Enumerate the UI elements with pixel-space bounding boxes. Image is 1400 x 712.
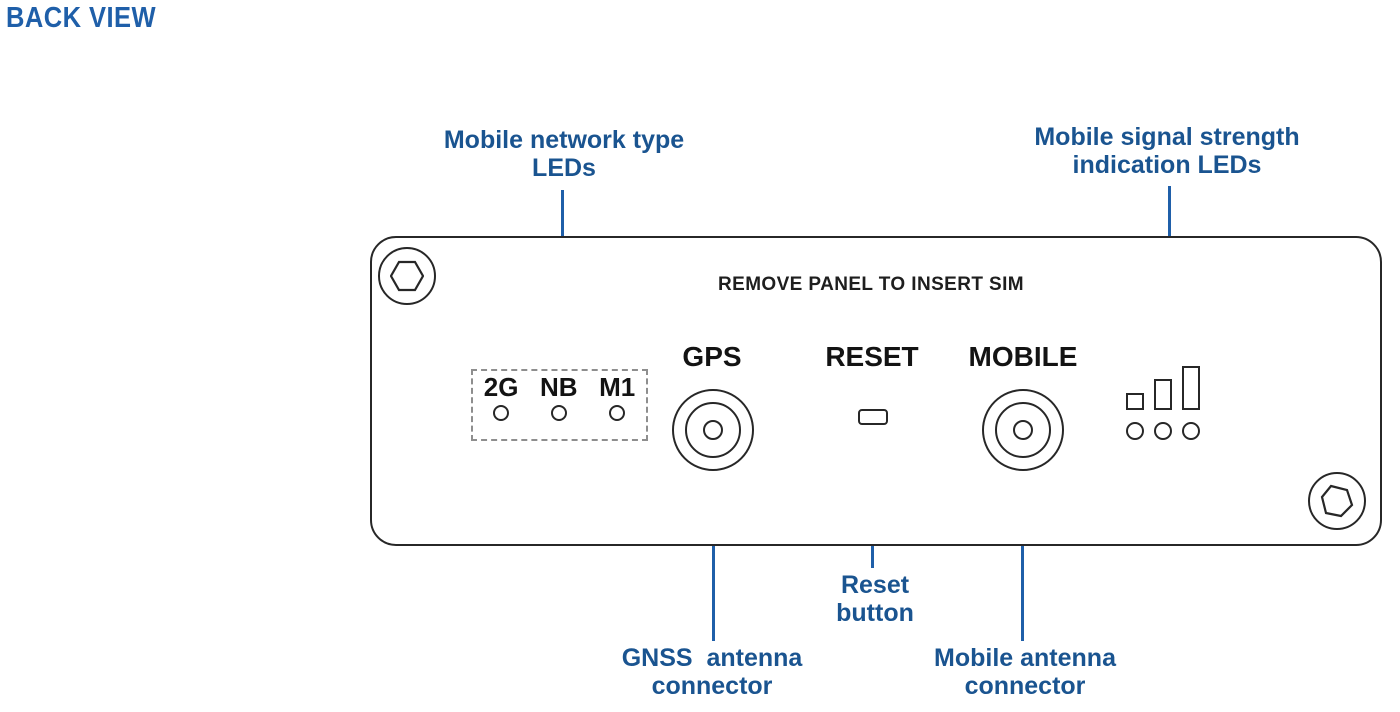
page-title: BACK VIEW: [6, 2, 156, 34]
hexagon-shape: [1320, 484, 1354, 518]
led-label-nb: NB: [539, 372, 578, 402]
reset-button[interactable]: [858, 409, 888, 425]
signal-led-1: [1126, 422, 1144, 440]
hex-screw-icon-top-left: [378, 247, 436, 305]
callout-reset-button: Reset button: [836, 571, 914, 627]
led-indicator-nb: [550, 405, 567, 421]
hex-screw-icon-bottom-right: [1308, 472, 1366, 530]
led-indicator-2g: [493, 405, 510, 421]
led-cell-m1: M1: [599, 374, 635, 421]
port-label-mobile: MOBILE: [968, 341, 1078, 372]
gnss-antenna-connector[interactable]: [672, 389, 754, 471]
signal-bar-2: [1154, 379, 1172, 410]
hexagon-shape: [390, 260, 424, 292]
led-label-m1: M1: [599, 372, 636, 402]
network-type-led-group: 2G NB M1: [471, 369, 648, 441]
signal-bars-icon: [1126, 366, 1210, 410]
led-indicator-m1: [609, 405, 626, 421]
device-back-panel: [370, 236, 1382, 546]
leader-line-mobile-connector: [1021, 464, 1024, 641]
led-cell-2g: 2G: [483, 372, 519, 421]
connector-center-pin: [703, 420, 723, 440]
callout-mobile-antenna-connector: Mobile antenna connector: [934, 644, 1116, 700]
signal-led-3: [1182, 422, 1200, 440]
callout-network-type-leds: Mobile network type LEDs: [443, 126, 685, 182]
signal-led-row: [1126, 422, 1210, 440]
led-cell-nb: NB: [540, 374, 578, 421]
sim-insert-notice: REMOVE PANEL TO INSERT SIM: [718, 274, 1024, 295]
signal-bar-3: [1182, 366, 1200, 410]
led-label-2g: 2G: [483, 372, 519, 402]
port-label-gps: GPS: [682, 341, 742, 372]
connector-center-pin: [1013, 420, 1033, 440]
signal-strength-indicator: [1126, 366, 1210, 442]
connector-inner-ring: [685, 402, 741, 458]
connector-inner-ring: [995, 402, 1051, 458]
signal-led-2: [1154, 422, 1172, 440]
callout-signal-strength-leds: Mobile signal strength indication LEDs: [1034, 123, 1300, 179]
port-label-reset: RESET: [825, 341, 919, 372]
callout-gnss-antenna-connector: GNSS antenna connector: [621, 644, 803, 700]
signal-bar-1: [1126, 393, 1144, 410]
leader-line-gnss-connector: [712, 464, 715, 641]
mobile-antenna-connector[interactable]: [982, 389, 1064, 471]
